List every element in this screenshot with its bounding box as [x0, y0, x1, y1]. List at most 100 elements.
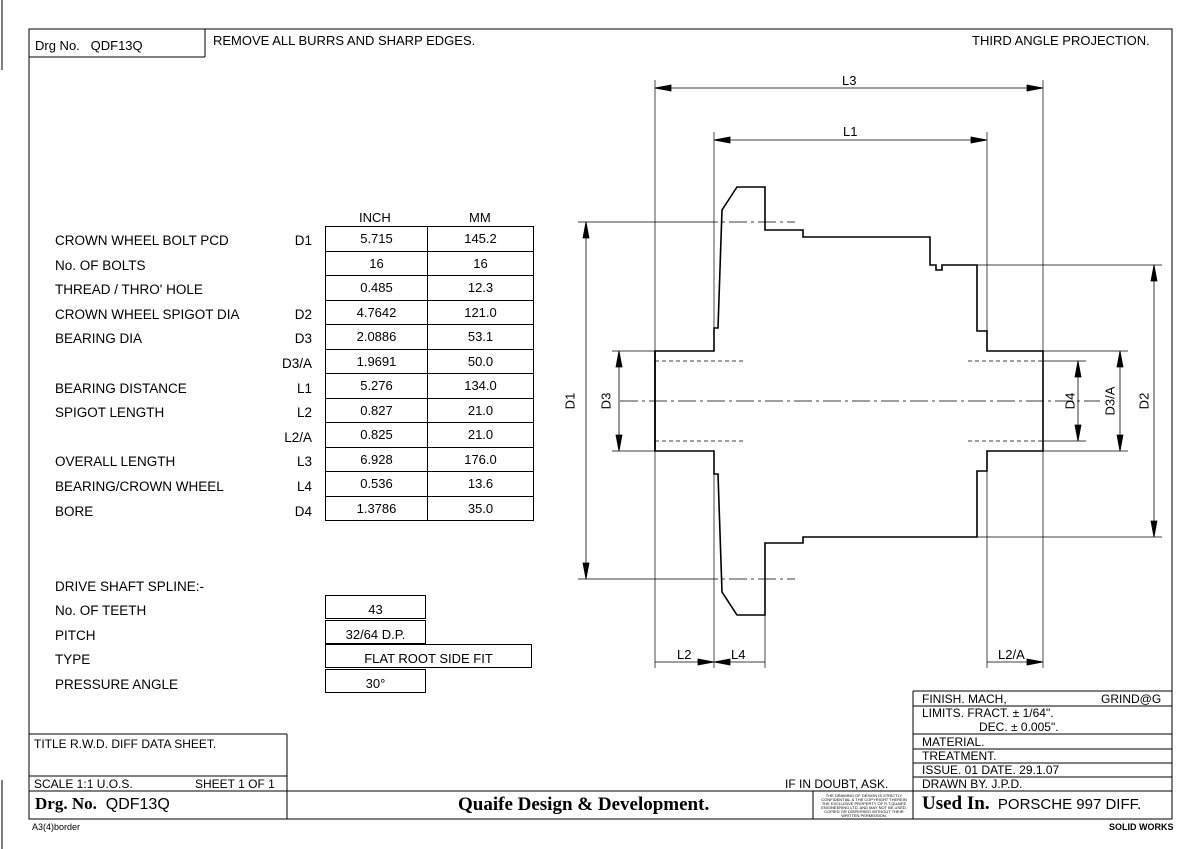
inch-value: 0.485	[325, 275, 428, 301]
used-in-label: Used In.	[922, 793, 990, 814]
dimension-row-label: BORE	[55, 503, 94, 519]
drg-no-footer: Drg. No. QDF13Q	[35, 794, 170, 814]
dimension-row-label: No. OF BOLTS	[55, 257, 146, 273]
dim-label-l3: L3	[842, 73, 857, 88]
dimension-row-code: D3/A	[281, 356, 312, 371]
header-drg-no: Drg No. QDF13Q	[35, 38, 143, 53]
mm-value: 176.0	[427, 446, 534, 472]
mm-value: 21.0	[427, 422, 534, 448]
header-note: REMOVE ALL BURRS AND SHARP EDGES.	[213, 33, 476, 48]
spline-row-label: PRESSURE ANGLE	[55, 676, 179, 692]
treatment-label: TREATMENT.	[922, 749, 997, 763]
finish-value: GRIND@G	[1101, 692, 1162, 706]
dimension-row-label: BEARING DIA	[55, 331, 143, 347]
col-inch-header: INCH	[359, 210, 391, 225]
inch-value: 1.9691	[325, 348, 428, 374]
material-label: MATERIAL.	[922, 735, 985, 749]
spline-row-value: 30°	[325, 668, 426, 693]
dimension-row-code: L2	[296, 405, 312, 421]
confidential-notice: THE DRAWING OF DESIGN IS STRICTLY CONFID…	[821, 793, 907, 818]
inch-value: 0.827	[325, 397, 428, 423]
issue-date: ISSUE. 01 DATE. 29.1.07	[922, 763, 1060, 777]
dimension-row-code: D4	[294, 503, 312, 519]
dimension-row-code: L3	[296, 454, 312, 470]
header-projection: THIRD ANGLE PROJECTION.	[972, 33, 1150, 48]
dimension-row-label: OVERALL LENGTH	[55, 454, 176, 470]
inch-value: 5.715	[325, 226, 428, 252]
company-name: Quaife Design & Development.	[458, 794, 710, 815]
dim-label-d4: D4	[1062, 392, 1078, 410]
dimension-row-label: SPIGOT LENGTH	[55, 405, 165, 421]
spline-row-label: PITCH	[55, 627, 96, 643]
mm-value: 50.0	[427, 348, 534, 374]
finish-label: FINISH. MACH,	[922, 692, 1007, 706]
dimension-row-code: D2	[294, 306, 312, 322]
spline-row-value: FLAT ROOT SIDE FIT	[325, 644, 532, 668]
mm-value: 12.3	[427, 275, 534, 301]
sheet-text: SHEET 1 OF 1	[195, 777, 275, 791]
used-in: Used In. PORSCHE 997 DIFF.	[922, 793, 1141, 815]
dimension-row-label: BEARING DISTANCE	[55, 380, 187, 396]
dim-label-d3a: D3/A	[1102, 386, 1118, 416]
mm-value: 145.2	[427, 226, 534, 252]
dim-label-d3: D3	[598, 392, 614, 410]
dim-label-l4: L4	[731, 647, 746, 662]
inch-value: 0.825	[325, 422, 428, 448]
dim-label-l1: L1	[843, 124, 858, 139]
inch-value: 1.3786	[325, 495, 428, 521]
header-drg-no-value: QDF13Q	[90, 38, 143, 53]
inch-value: 5.276	[325, 373, 428, 399]
spline-row-value: 32/64 D.P.	[325, 619, 426, 644]
border-label: A3(4)border	[32, 822, 81, 832]
dimension-row-code: L2/A	[284, 429, 312, 445]
mm-value: 13.6	[427, 471, 534, 497]
dimension-row-label: CROWN WHEEL SPIGOT DIA	[55, 306, 240, 322]
mm-value: 53.1	[427, 324, 534, 350]
mm-value: 16	[427, 250, 534, 276]
dimension-row-code: D1	[294, 233, 312, 248]
solid-works-label: SOLID WORKS	[1109, 822, 1174, 832]
if-in-doubt: IF IN DOUBT, ASK.	[785, 777, 889, 791]
dimension-row-code: L4	[296, 479, 312, 494]
header-drg-no-label: Drg No.	[35, 38, 80, 53]
mm-value: 21.0	[427, 397, 534, 423]
dimension-row-code: D3	[294, 331, 312, 347]
mm-value: 121.0	[427, 299, 534, 325]
dim-label-d2: D2	[1136, 392, 1152, 410]
drg-no-footer-label: Drg. No.	[35, 794, 97, 813]
drg-no-footer-value: QDF13Q	[105, 796, 170, 813]
dimension-row-label: THREAD / THRO' HOLE	[55, 282, 203, 298]
dim-label-l2a: L2/A	[998, 647, 1025, 662]
dimension-row-label: CROWN WHEEL BOLT PCD	[55, 233, 229, 248]
mm-value: 35.0	[427, 495, 534, 521]
dim-label-l2: L2	[677, 647, 692, 662]
inch-value: 0.536	[325, 471, 428, 497]
scale-text: SCALE 1:1 U.O.S.	[34, 777, 133, 791]
title-text: TITLE R.W.D. DIFF DATA SHEET.	[34, 737, 217, 751]
col-mm-header: MM	[469, 210, 491, 225]
drawn-by: DRAWN BY. J.P.D.	[922, 777, 1023, 791]
spline-row-label: No. OF TEETH	[55, 603, 147, 618]
mm-value: 134.0	[427, 373, 534, 399]
inch-value: 4.7642	[325, 299, 428, 325]
spline-heading: DRIVE SHAFT SPLINE:-	[55, 579, 205, 594]
spline-row-label: TYPE	[55, 652, 91, 667]
inch-value: 2.0886	[325, 324, 428, 350]
dimension-row-label: BEARING/CROWN WHEEL	[55, 479, 224, 494]
inch-value: 6.928	[325, 446, 428, 472]
dimension-row-code: L1	[296, 380, 312, 396]
used-in-value: PORSCHE 997 DIFF.	[997, 796, 1142, 813]
